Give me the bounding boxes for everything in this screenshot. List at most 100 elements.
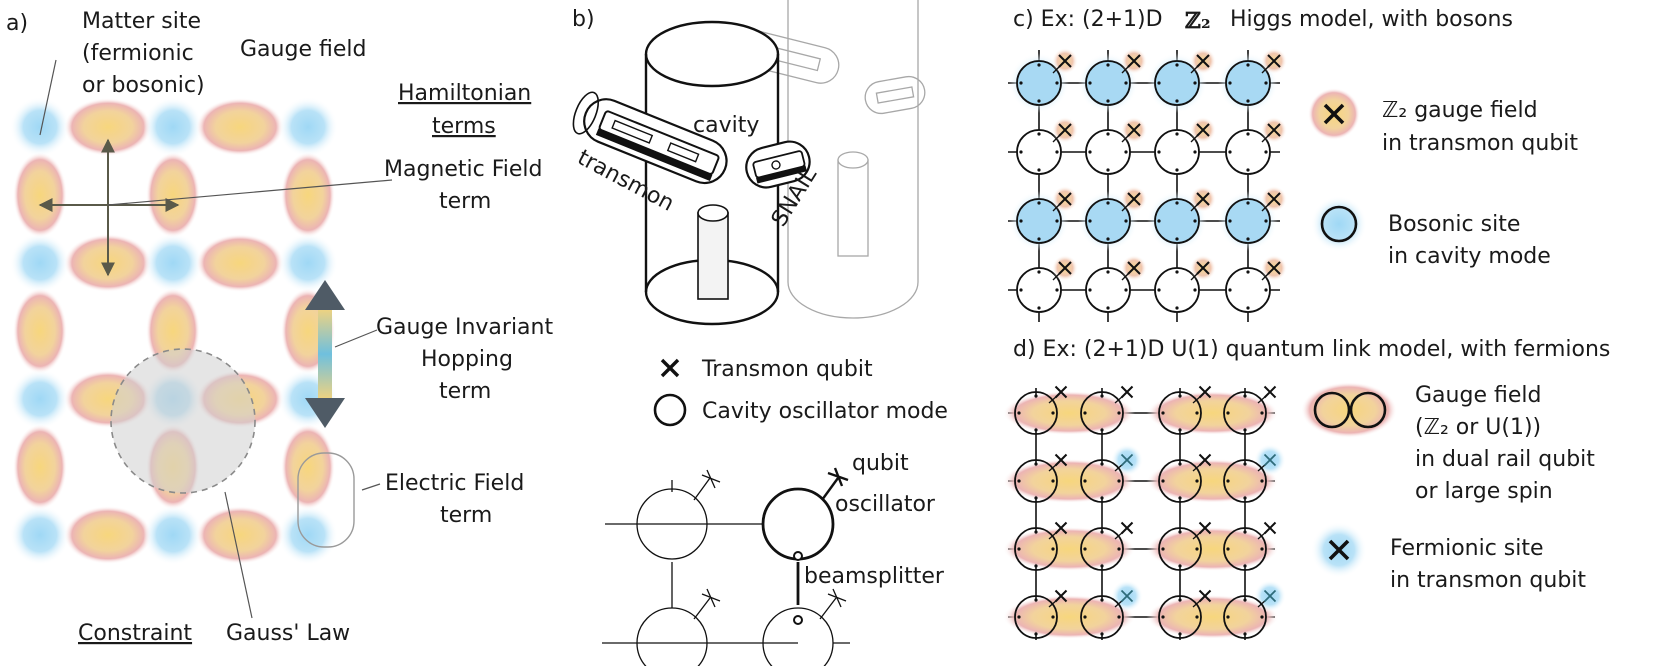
- gauge-stem: [1261, 202, 1271, 212]
- site-tick: [1260, 411, 1264, 415]
- bosonic-site: [1085, 198, 1131, 244]
- site-tick: [1175, 237, 1179, 241]
- bosonic-site-legend: Bosonic site in cavity mode: [1311, 196, 1551, 269]
- svg-text:in cavity mode: in cavity mode: [1388, 244, 1551, 269]
- panel-d: d) Ex: (2+1)D U(1) quantum link model, w…: [1003, 337, 1610, 640]
- site-tick: [1083, 411, 1087, 415]
- svg-text:(fermionic: (fermionic: [82, 41, 194, 66]
- x-mark: [1054, 453, 1068, 467]
- svg-text:Electric Field: Electric Field: [385, 471, 524, 496]
- dual-rail-glow: [1146, 527, 1279, 571]
- site-tick: [1195, 615, 1199, 619]
- site-tick: [1243, 564, 1247, 568]
- x-mark: [1198, 521, 1212, 535]
- x-mark-icon: [660, 358, 680, 378]
- site-tick: [1124, 150, 1128, 154]
- gauge-stem: [1052, 202, 1062, 212]
- oscillator-label: oscillator: [835, 492, 936, 517]
- site-tick: [1088, 288, 1092, 292]
- bosonic-site: [1154, 267, 1200, 313]
- site-tick: [1195, 479, 1199, 483]
- x-mark: [1054, 521, 1068, 535]
- qubit-label: qubit: [852, 451, 909, 476]
- site-tick: [1157, 150, 1161, 154]
- x-mark-icon: [1328, 539, 1350, 561]
- circuit-schematic: [602, 467, 850, 666]
- site-tick: [1161, 479, 1165, 483]
- site-tick: [1243, 530, 1247, 534]
- gauge-link: [64, 506, 152, 564]
- svg-text:Transmon qubit: Transmon qubit: [701, 357, 873, 382]
- site-tick: [1017, 547, 1021, 551]
- svg-text:in transmon qubit: in transmon qubit: [1390, 568, 1586, 593]
- site-tick: [1034, 632, 1038, 636]
- site-tick: [1264, 81, 1268, 85]
- bosonic-site: [1154, 60, 1200, 106]
- site-tick: [1264, 219, 1268, 223]
- higgs-lattice: [1008, 48, 1287, 322]
- gauge-stem: [1261, 64, 1271, 74]
- panel-c-z2: ℤ₂: [1185, 8, 1211, 34]
- site-tick: [1246, 63, 1250, 67]
- site-tick: [1175, 132, 1179, 136]
- site-tick: [1260, 615, 1264, 619]
- x-mark-icon: [1323, 103, 1345, 125]
- svg-text:Hopping: Hopping: [421, 347, 513, 372]
- site-tick: [1157, 219, 1161, 223]
- fermionic-site-legend: Fermionic site in transmon qubit: [1311, 522, 1586, 593]
- bosonic-site: [1085, 267, 1131, 313]
- x-mark: [1120, 385, 1134, 399]
- gauss-law-region: [110, 348, 256, 494]
- site-tick: [1037, 237, 1041, 241]
- site-tick: [1100, 462, 1104, 466]
- gauge-stem: [1261, 271, 1271, 281]
- svg-text:terms: terms: [432, 114, 496, 139]
- svg-text:Fermionic site: Fermionic site: [1390, 536, 1544, 561]
- site-tick: [1157, 81, 1161, 85]
- site-tick: [1019, 81, 1023, 85]
- site-tick: [1243, 598, 1247, 602]
- matter-site-label: Matter site (fermionic or bosonic): [82, 9, 205, 98]
- dual-rail-site: [1158, 459, 1202, 503]
- site-tick: [1178, 598, 1182, 602]
- matter-site: [143, 233, 203, 293]
- gauge-field-label: Gauge field: [240, 37, 366, 62]
- site-tick: [1175, 168, 1179, 172]
- electric-field-outline: [297, 452, 355, 548]
- bosonic-site: [1225, 267, 1271, 313]
- panel-c: c) Ex: (2+1)D ℤ₂ Higgs model, with boson…: [1008, 7, 1578, 322]
- site-tick: [1106, 270, 1110, 274]
- site-tick: [1037, 201, 1041, 205]
- annotation-lines: [39, 59, 393, 619]
- site-tick: [1228, 150, 1232, 154]
- gauge-stem: [1190, 202, 1200, 212]
- svg-text:Matter site: Matter site: [82, 9, 201, 34]
- site-tick: [1260, 479, 1264, 483]
- site-tick: [1226, 479, 1230, 483]
- site-tick: [1264, 150, 1268, 154]
- gauge-link: [13, 424, 67, 510]
- hopping-label: Gauge Invariant Hopping term: [376, 315, 553, 404]
- matter-site: [278, 233, 338, 293]
- x-mark: [1120, 589, 1134, 603]
- x-mark: [1263, 589, 1277, 603]
- site-tick: [1100, 564, 1104, 568]
- gauge-link: [281, 152, 335, 238]
- site-tick: [1193, 219, 1197, 223]
- site-tick: [1088, 150, 1092, 154]
- dual-rail-site: [1223, 459, 1267, 503]
- dual-rail-site: [1014, 391, 1058, 435]
- site-tick: [1037, 99, 1041, 103]
- bosonic-site: [1154, 198, 1200, 244]
- site-tick: [1100, 598, 1104, 602]
- site-tick: [1055, 219, 1059, 223]
- dual-rail-legend: Gauge field (ℤ₂ or U(1)) in dual rail qu…: [1301, 382, 1595, 504]
- site-tick: [1178, 394, 1182, 398]
- site-tick: [1055, 81, 1059, 85]
- site-tick: [1037, 306, 1041, 310]
- gauge-stem: [1190, 64, 1200, 74]
- gauss-law-label: Gauss' Law: [226, 621, 350, 646]
- cavity-label: cavity: [693, 113, 759, 138]
- site-tick: [1106, 306, 1110, 310]
- site-tick: [1226, 547, 1230, 551]
